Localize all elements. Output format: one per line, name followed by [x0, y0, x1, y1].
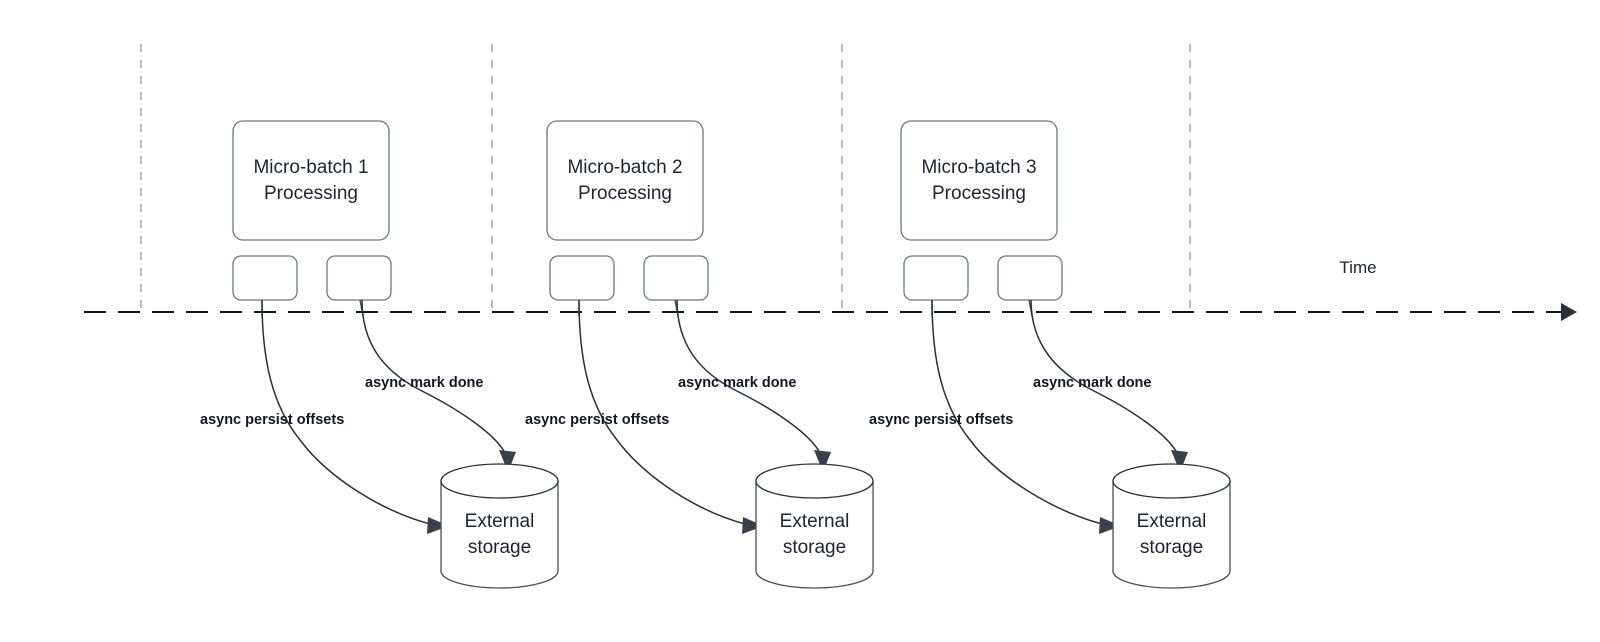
- group-3-async-persist-offsets-curve: [931, 299, 1103, 525]
- group-2-storage-label-line1: External: [780, 511, 850, 532]
- timeline-arrow-icon: [1561, 303, 1577, 321]
- timeline-axis: Time: [84, 258, 1577, 321]
- micro-batch-1-box[interactable]: [232, 120, 390, 241]
- group-3-external-storage-node[interactable]: External storage: [1112, 463, 1231, 589]
- micro-batch-1-label-line2: Processing: [264, 183, 358, 204]
- micro-batch-2-box[interactable]: [546, 120, 704, 241]
- group-1-async-mark-done-curve: [361, 299, 506, 454]
- group-3-cylinder-body[interactable]: [1112, 480, 1231, 589]
- group-2-cylinder-body[interactable]: [755, 480, 874, 589]
- group-3-async-mark-done-label: async mark done: [1033, 375, 1151, 391]
- group-1-async-persist-offsets-label: async persist offsets: [200, 412, 344, 428]
- group-1-external-storage-node[interactable]: External storage: [440, 463, 559, 589]
- group-2-storage-label-line2: storage: [783, 537, 846, 558]
- group-2: Micro-batch 2 Processing async persist o…: [525, 120, 874, 589]
- group-2-async-persist-offsets-label: async persist offsets: [525, 412, 669, 428]
- group-1: Micro-batch 1 Processing async persist o…: [200, 120, 559, 589]
- micro-batch-2-label-line2: Processing: [578, 183, 672, 204]
- group-1-cylinder-top-icon: [440, 463, 559, 499]
- group-2-task-box-b[interactable]: [643, 255, 709, 301]
- group-2-cylinder-top-icon: [755, 463, 874, 499]
- group-2-async-mark-done-arrow-icon: [814, 450, 831, 472]
- group-3-task-box-a[interactable]: [903, 255, 969, 301]
- group-3-async-persist-offsets-label: async persist offsets: [869, 412, 1013, 428]
- micro-batch-2-label-line1: Micro-batch 2: [567, 157, 682, 178]
- group-2-async-mark-done-curve: [676, 299, 821, 454]
- group-2-async-mark-done-label: async mark done: [678, 375, 796, 391]
- group-3-storage-label-line1: External: [1137, 511, 1207, 532]
- group-2-task-box-a[interactable]: [549, 255, 615, 301]
- group-3: Micro-batch 3 Processing async persist o…: [869, 120, 1231, 589]
- micro-batch-3-label-line2: Processing: [932, 183, 1026, 204]
- group-1-cylinder-body[interactable]: [440, 480, 559, 589]
- micro-batch-1-label-line1: Micro-batch 1: [253, 157, 368, 178]
- tick-lines-layer: [140, 44, 1191, 312]
- group-1-storage-label-line2: storage: [468, 537, 531, 558]
- group-1-async-persist-offsets-arrow-icon: [427, 517, 449, 534]
- group-1-storage-label-line1: External: [465, 511, 535, 532]
- group-2-async-persist-offsets-arrow-icon: [742, 517, 764, 534]
- group-3-cylinder-top-icon: [1112, 463, 1231, 499]
- group-2-external-storage-node[interactable]: External storage: [755, 463, 874, 589]
- micro-batch-1-node[interactable]: Micro-batch 1 Processing: [232, 120, 390, 241]
- group-2-async-persist-offsets-curve: [578, 299, 746, 525]
- group-1-async-mark-done-arrow-icon: [499, 450, 516, 472]
- micro-batch-3-node[interactable]: Micro-batch 3 Processing: [900, 120, 1058, 241]
- group-3-storage-label-line2: storage: [1140, 537, 1203, 558]
- group-1-task-box-b[interactable]: [326, 255, 392, 301]
- micro-batch-3-label-line1: Micro-batch 3: [921, 157, 1036, 178]
- group-1-task-box-a[interactable]: [232, 255, 298, 301]
- group-3-async-mark-done-curve: [1030, 299, 1178, 454]
- group-1-async-mark-done-label: async mark done: [365, 375, 483, 391]
- group-3-async-persist-offsets-arrow-icon: [1099, 517, 1121, 534]
- group-3-task-box-b[interactable]: [997, 255, 1063, 301]
- time-axis-label: Time: [1339, 258, 1376, 277]
- micro-batch-3-box[interactable]: [900, 120, 1058, 241]
- group-1-async-persist-offsets-curve: [261, 299, 431, 525]
- micro-batch-2-node[interactable]: Micro-batch 2 Processing: [546, 120, 704, 241]
- group-3-async-mark-done-arrow-icon: [1171, 450, 1188, 472]
